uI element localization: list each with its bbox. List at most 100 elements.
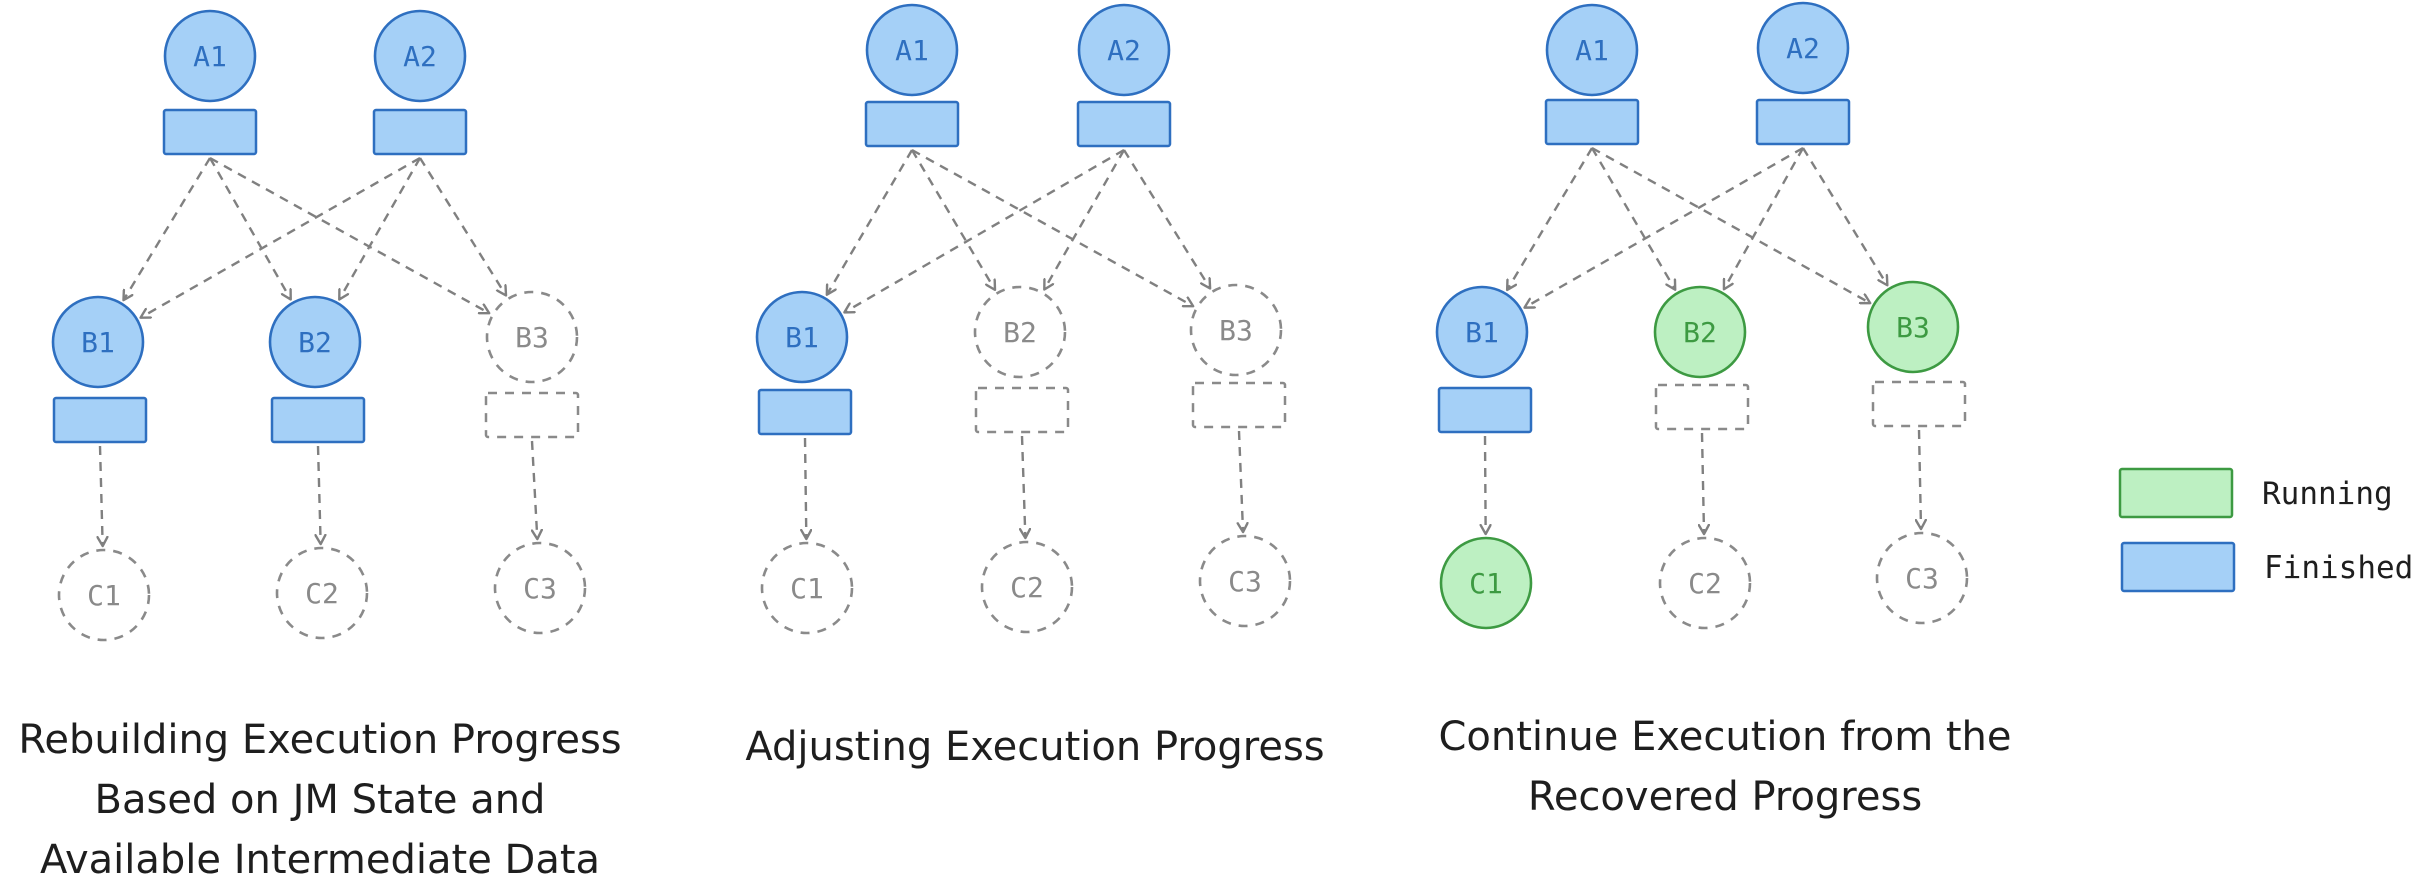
node-a1-label: A1: [193, 40, 227, 73]
node-a2-circle: [1756, 1, 1850, 95]
edge-a1-to-b2: [208, 157, 291, 299]
edge-b3-to-c3: [1919, 429, 1921, 529]
edge-a2-to-b1: [1525, 146, 1804, 308]
edge-b1-to-c1: [100, 445, 103, 546]
node-a1-circle: [1545, 3, 1639, 97]
output-box-a2: [372, 108, 468, 156]
edge-a2-to-b3: [1801, 147, 1887, 285]
edge-b1-to-c1: [1485, 435, 1486, 534]
edge-a2-to-b1: [141, 156, 421, 318]
node-b1-circle: [1435, 285, 1529, 379]
caption-line: Rebuilding Execution Progress: [18, 717, 622, 763]
node-a1-circle: [865, 3, 959, 97]
node-b2-label: B2: [298, 326, 332, 359]
edge-a1-to-b3: [911, 148, 1193, 306]
node-c2-label: C2: [1010, 571, 1044, 604]
output-box-b2: [270, 396, 366, 444]
node-c2-label: C2: [1688, 567, 1722, 600]
caption-line: Continue Execution from the: [1438, 714, 2012, 760]
output-box-a1: [1544, 98, 1640, 146]
caption-adjusting-progress: Adjusting Execution Progress: [735, 717, 1335, 777]
output-box-a1: [162, 108, 258, 156]
node-c1-label: C1: [87, 579, 121, 612]
node-c2-label: C2: [305, 577, 339, 610]
node-b3-circle: [1189, 283, 1283, 377]
output-box-b2: [1654, 383, 1750, 431]
legend-finished-swatch: [2120, 541, 2236, 593]
node-b1-circle: [51, 295, 145, 389]
node-c2-circle: [980, 540, 1074, 634]
edge-b3-to-c3: [530, 440, 537, 539]
edge-a2-to-b1: [844, 148, 1125, 312]
edge-a1-to-b3: [209, 156, 489, 313]
edge-b2-to-c2: [1702, 432, 1704, 534]
node-b2-circle: [973, 285, 1067, 379]
node-b3-label: B3: [1896, 311, 1930, 344]
edge-b1-to-c1: [805, 437, 806, 539]
output-box-b1: [52, 396, 148, 444]
legend-running-swatch: [2118, 467, 2234, 519]
output-box-a2: [1076, 100, 1172, 148]
edge-a2-to-b2: [339, 157, 422, 299]
edge-a2-to-b3: [1122, 149, 1210, 288]
edge-a1-to-b2: [910, 149, 995, 290]
edge-b2-to-c2: [1022, 435, 1025, 538]
edge-b2-to-c2: [318, 445, 321, 544]
node-a1-label: A1: [895, 34, 929, 67]
node-c1-label: C1: [1469, 567, 1503, 600]
output-box-a1: [864, 100, 960, 148]
node-b1-label: B1: [1465, 316, 1499, 349]
node-b2-label: B2: [1683, 316, 1717, 349]
node-c3-circle: [493, 541, 587, 635]
edge-a2-to-b3: [418, 157, 506, 295]
edge-a2-to-b2: [1044, 149, 1126, 289]
node-a2-label: A2: [1786, 32, 1820, 65]
caption-line: Adjusting Execution Progress: [745, 724, 1325, 770]
output-box-b1: [1437, 386, 1533, 434]
legend: Running Finished: [2118, 467, 2413, 593]
node-c3-label: C3: [1905, 562, 1939, 595]
node-c2-circle: [1658, 536, 1752, 630]
node-b1-label: B1: [785, 321, 819, 354]
node-a2-label: A2: [1107, 34, 1141, 67]
node-c1-circle: [57, 548, 151, 642]
node-a1-label: A1: [1575, 34, 1609, 67]
edge-a2-to-b2: [1724, 147, 1805, 289]
output-box-b3: [1871, 380, 1967, 428]
caption-line: Based on JM State and: [94, 777, 546, 823]
node-c1-circle: [760, 541, 854, 635]
caption-line: Available Intermediate Data: [39, 837, 601, 883]
node-c3-label: C3: [1228, 565, 1262, 598]
edge-a1-to-b2: [1590, 147, 1675, 290]
edge-a1-to-b1: [123, 157, 212, 300]
node-b2-label: B2: [1003, 316, 1037, 349]
edge-b3-to-c3: [1239, 430, 1243, 532]
output-box-b3: [1191, 381, 1287, 429]
node-b2-circle: [1653, 285, 1747, 379]
legend-running-label: Running: [2262, 476, 2393, 512]
node-a1-circle: [163, 9, 257, 103]
node-b2-circle: [268, 295, 362, 389]
node-a2-circle: [373, 9, 467, 103]
output-box-a2: [1755, 98, 1851, 146]
edge-a1-to-b1: [1507, 147, 1594, 290]
node-a2-label: A2: [403, 40, 437, 73]
node-c1-circle: [1439, 536, 1533, 630]
node-c2-circle: [275, 546, 369, 640]
node-b3-label: B3: [1219, 314, 1253, 347]
node-c1-label: C1: [790, 572, 824, 605]
node-c3-label: C3: [523, 572, 557, 605]
caption-line: Recovered Progress: [1527, 774, 1923, 820]
node-c3-circle: [1198, 534, 1292, 628]
node-b3-circle: [1866, 280, 1960, 374]
edge-a1-to-b1: [827, 149, 914, 295]
node-b3-circle: [485, 290, 579, 384]
node-a2-circle: [1077, 3, 1171, 97]
